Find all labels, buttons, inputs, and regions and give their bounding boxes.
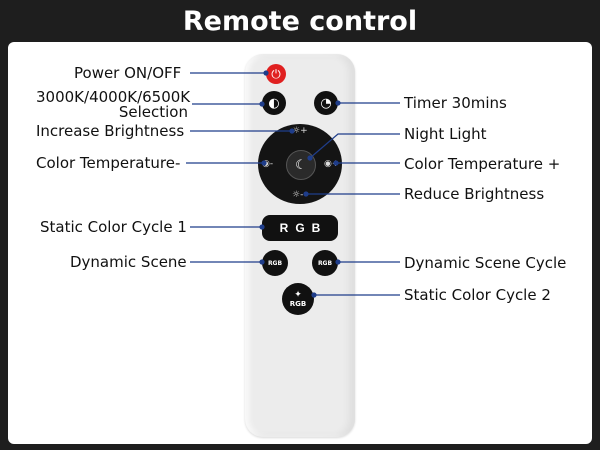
brightness-down-icon[interactable]: ☼- [292,190,304,200]
label-power: Power ON/OFF [74,64,182,82]
color-temp-minus-icon[interactable]: ◉- [262,159,274,169]
label-increase-brightness: Increase Brightness [36,122,185,140]
night-light-button[interactable]: ☾ [286,150,316,180]
page-title: Remote control [182,5,418,37]
power-icon: ⏻ [271,66,281,81]
label-reduce-brightness: Reduce Brightness [404,185,545,203]
label-color-temp-minus: Color Temperature- [36,154,181,172]
color-temp-plus-icon[interactable]: ◉+ [324,159,340,169]
label-dynamic-scene-cycle: Dynamic Scene Cycle [404,254,567,272]
dynamic-scene-cycle-button[interactable]: RGB [312,250,338,276]
power-button[interactable]: ⏻ [266,64,286,84]
label-cct-line1: 3000K/4000K/6500K [36,88,191,106]
cct-selection-button[interactable]: ◐ [262,91,286,115]
moon-icon: ☾ [295,157,307,172]
label-cct-line2: Selection [118,103,188,121]
dynamic-scene-button-label: RGB [267,259,283,267]
dynamic-scene-button[interactable]: RGB [262,250,288,276]
timer-button[interactable]: ◔ [314,91,338,115]
dynamic-scene-cycle-button-label: RGB [317,259,333,267]
static-color-cycle-2-button-label: RGB [289,299,307,308]
sparkle-icon: ✦ [294,289,302,300]
static-color-cycle-2-button[interactable]: ✦ RGB [282,283,314,315]
label-night-light: Night Light [404,125,487,143]
label-static-cycle-1: Static Color Cycle 1 [40,218,187,236]
label-color-temp-plus: Color Temperature + [404,155,561,173]
leader-night-light [309,133,400,159]
remote-body [245,54,355,437]
label-static-cycle-2: Static Color Cycle 2 [404,286,551,304]
label-dynamic-scene: Dynamic Scene [70,253,187,271]
label-timer: Timer 30mins [404,94,507,112]
half-circle-icon: ◐ [268,95,280,111]
timer-icon: ◔ [320,95,332,111]
static-color-cycle-1-button[interactable]: RGB [262,215,338,241]
brightness-up-icon[interactable]: ☼+ [292,126,308,136]
